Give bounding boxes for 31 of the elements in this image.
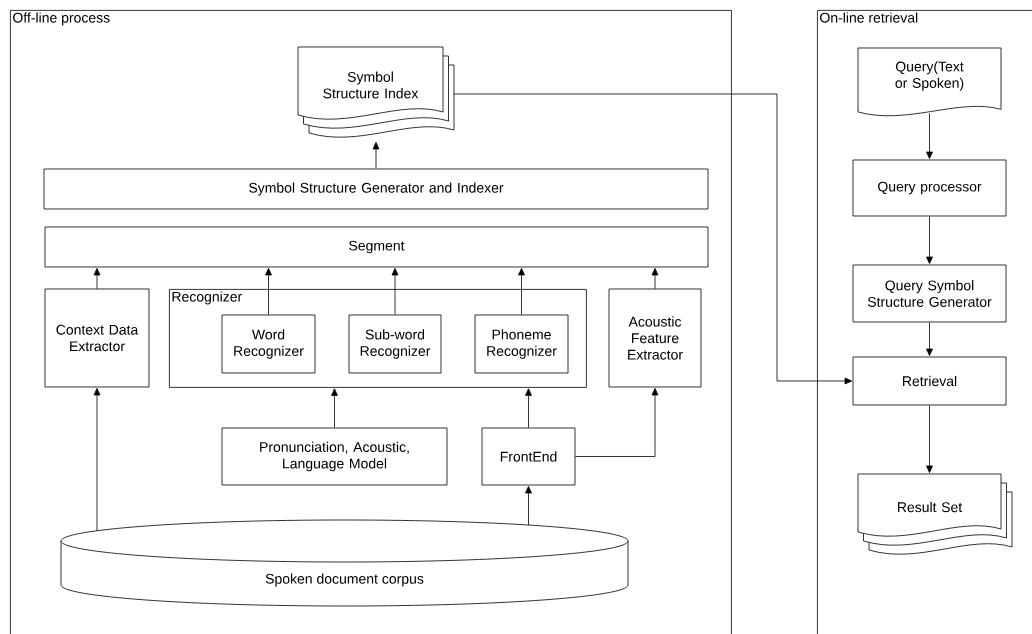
arrow xyxy=(93,388,101,532)
process-box: Phoneme Recognizer xyxy=(474,314,569,374)
process-box: Segment xyxy=(44,226,709,268)
arrow xyxy=(926,322,933,356)
process-box: Acoustic Feature Extractor xyxy=(608,288,702,388)
process-box: Sub-word Recognizer xyxy=(348,314,442,374)
document-stack: Result Set xyxy=(857,473,1013,555)
arrow xyxy=(575,388,659,457)
arrow xyxy=(518,268,525,315)
process-box: FrontEnd xyxy=(481,427,576,486)
arrow xyxy=(93,268,101,289)
process-box: Symbol Structure Generator and Indexer xyxy=(43,168,709,210)
process-box: Context Data Extractor xyxy=(44,288,150,388)
process-box: Pronunciation, Acoustic, Language Model xyxy=(221,427,448,486)
arrow xyxy=(453,93,852,385)
document-stack: Symbol Structure Index xyxy=(297,46,455,138)
arrow xyxy=(926,113,933,159)
arrow xyxy=(525,388,532,428)
process-box: Query Symbol Structure Generator xyxy=(852,264,1007,323)
process-box: Retrieval xyxy=(852,356,1007,406)
arrow xyxy=(651,268,659,289)
arrow xyxy=(372,142,380,169)
database-cylinder: Spoken document corpus xyxy=(60,519,629,607)
arrow xyxy=(525,486,532,526)
arrow xyxy=(926,405,933,473)
arrow xyxy=(391,268,399,315)
arrow xyxy=(265,268,272,315)
arrow xyxy=(331,388,338,428)
process-box: Word Recognizer xyxy=(221,314,316,374)
process-box: Query processor xyxy=(852,159,1007,217)
arrow xyxy=(926,216,933,264)
